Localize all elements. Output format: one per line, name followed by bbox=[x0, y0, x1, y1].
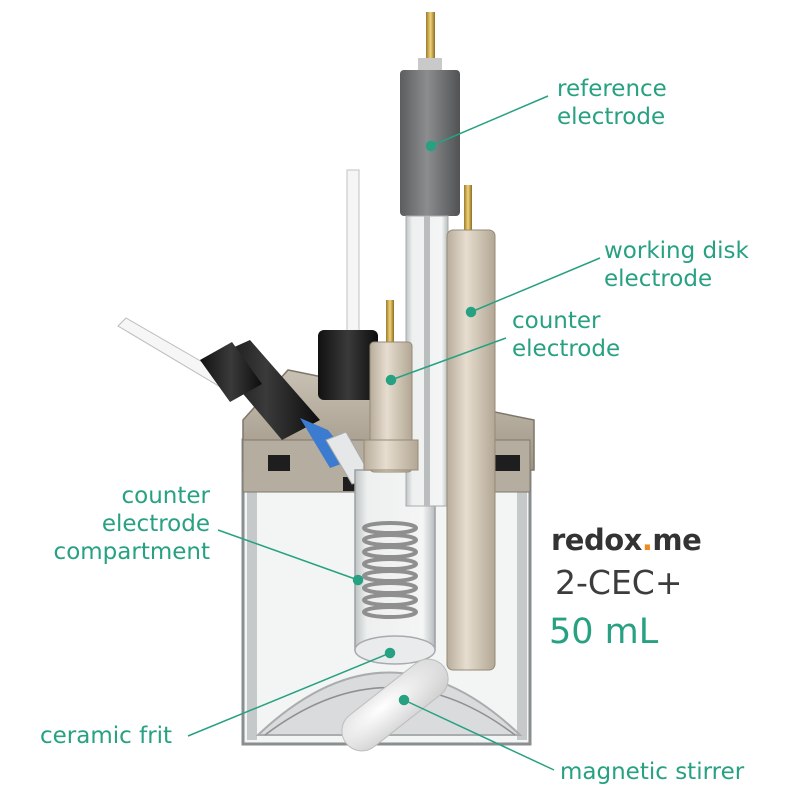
label-line: electrode bbox=[604, 266, 713, 292]
label-counter-electrode-compartment: counter electrode compartment bbox=[45, 482, 210, 566]
leader-counter-dot bbox=[385, 374, 397, 386]
brand-dot: . bbox=[641, 523, 653, 557]
leader-working bbox=[470, 257, 601, 313]
brand-part: redox bbox=[551, 523, 642, 557]
brand-part: me bbox=[652, 523, 702, 557]
gas-inlet-tube bbox=[117, 317, 373, 485]
model-name: 2-CEC+ bbox=[555, 563, 683, 602]
working-disk-electrode-body bbox=[446, 185, 496, 671]
volume-label: 50 mL bbox=[549, 612, 659, 652]
label-magnetic-stirrer: magnetic stirrer bbox=[560, 758, 744, 786]
magnetic-stirrer-bar bbox=[341, 658, 449, 752]
label-line: counter bbox=[121, 483, 211, 509]
leader-reference-dot bbox=[425, 140, 437, 152]
leader-compartment bbox=[217, 529, 359, 581]
label-line: electrode bbox=[557, 104, 666, 130]
leader-working-dot bbox=[465, 306, 477, 318]
label-line: counter bbox=[512, 308, 601, 334]
leader-reference bbox=[430, 95, 549, 147]
label-line: electrode bbox=[101, 511, 210, 537]
label-line: electrode bbox=[512, 336, 621, 362]
leader-frit bbox=[187, 652, 391, 737]
label-reference-electrode: reference electrode bbox=[557, 75, 667, 131]
label-working-disk-electrode: working disk electrode bbox=[604, 237, 749, 293]
counter-electrode-compartment bbox=[354, 469, 436, 665]
label-counter-electrode: counter electrode bbox=[512, 307, 620, 363]
label-line: compartment bbox=[53, 539, 210, 565]
leader-compartment-dot bbox=[352, 574, 364, 586]
brand-logo: redox.me bbox=[551, 523, 702, 557]
leader-stirrer bbox=[403, 699, 555, 771]
counter-electrode-body bbox=[363, 300, 419, 473]
label-ceramic-frit: ceramic frit bbox=[40, 722, 172, 750]
purge-tube bbox=[318, 169, 378, 400]
label-line: working disk bbox=[604, 238, 749, 264]
label-line: reference bbox=[557, 76, 667, 102]
leader-frit-dot bbox=[384, 647, 396, 659]
label-line: magnetic stirrer bbox=[560, 759, 745, 785]
leader-stirrer-dot bbox=[398, 694, 410, 706]
label-line: ceramic frit bbox=[40, 723, 173, 749]
leader-counter bbox=[390, 337, 507, 381]
